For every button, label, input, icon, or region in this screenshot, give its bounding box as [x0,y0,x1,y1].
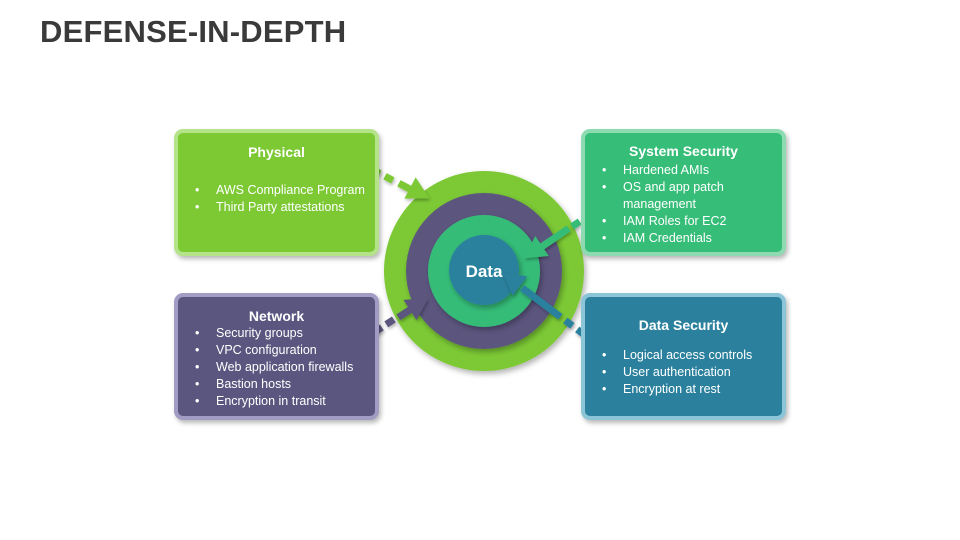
network-item: Bastion hosts [186,376,367,393]
data-security-arrow-dash [563,317,575,329]
system-security-item: Hardened AMIs [593,162,774,179]
data-core [449,235,519,305]
network-arrow-dash [396,305,414,321]
network-arrow [372,298,429,336]
network-item: VPC configuration [186,342,367,359]
network-item: Security groups [186,325,367,342]
network-box: Network Security groups VPC configuratio… [174,293,379,420]
system-security-arrow-dash [570,218,582,230]
system-security-box: System Security Hardened AMIs OS and app… [581,129,786,256]
system-security-title: System Security [629,143,738,159]
system-security-list: Hardened AMIs OS and app patch managemen… [593,162,774,247]
data-security-item: Encryption at rest [593,381,774,398]
network-item: Encryption in transit [186,393,367,410]
physical-title: Physical [248,144,305,160]
data-security-item: User authentication [593,364,774,381]
network-list: Security groups VPC configuration Web ap… [186,325,367,410]
system-security-arrow-dash [540,225,571,250]
physical-arrow-dash [397,180,413,193]
data-security-arrow [502,272,587,338]
system-security-item: OS and app patch management [593,179,774,213]
system-security-arrow-head [523,236,549,259]
physical-arrow-dash [383,173,395,184]
physical-item: Third Party attestations [186,199,367,216]
data-security-title: Data Security [638,317,729,333]
system-security-item: IAM Roles for EC2 [593,213,774,230]
data-security-arrow-head [502,272,528,296]
data-security-item: Logical access controls [593,347,774,364]
data-security-arrow-dash [519,285,563,320]
network-arrow-head [403,298,429,321]
system-security-item: IAM Credentials [593,230,774,247]
slide-title: DEFENSE-IN-DEPTH [40,14,347,49]
network-item: Web application firewalls [186,359,367,376]
physical-arrow-head [404,177,430,199]
data-core-label: Data [466,262,503,281]
physical-list: AWS Compliance Program Third Party attes… [186,182,367,216]
data-security-box: Data Security Logical access controls Us… [581,293,786,420]
network-title: Network [248,308,305,324]
physical-item: AWS Compliance Program [186,182,367,199]
data-security-list: Logical access controls User authenticat… [593,347,774,398]
physical-box: Physical AWS Compliance Program Third Pa… [174,129,379,256]
network-arrow-dash [384,316,396,328]
